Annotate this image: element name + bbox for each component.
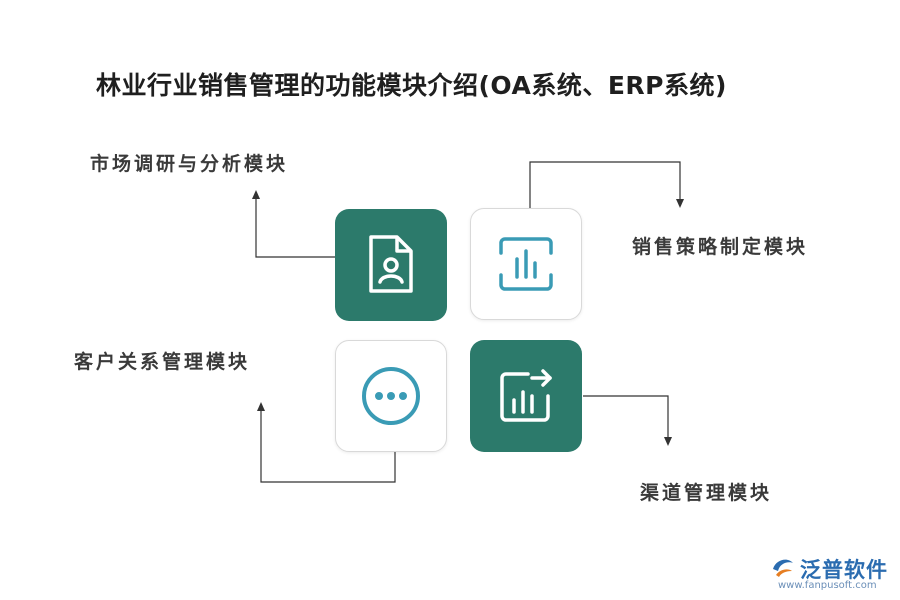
connector-channel xyxy=(583,395,669,438)
brand-logo: 泛普软件 xyxy=(770,554,888,584)
bar-chart-frame-icon xyxy=(497,235,555,293)
connector-market xyxy=(255,198,335,258)
connector-customer xyxy=(260,410,396,483)
label-market-research: 市场调研与分析模块 xyxy=(90,153,289,175)
arrowhead-customer xyxy=(257,402,265,411)
arrowhead-channel xyxy=(664,437,672,446)
tile-channel-management xyxy=(470,340,582,452)
brand-name: 泛普软件 xyxy=(800,558,888,582)
page-title: 林业行业销售管理的功能模块介绍(OA系统、ERP系统) xyxy=(96,71,727,100)
tile-customer-relations xyxy=(335,340,447,452)
tile-sales-strategy xyxy=(470,208,582,320)
chart-arrow-icon xyxy=(496,366,556,426)
tile-market-research xyxy=(335,209,447,321)
fanpu-logo-icon xyxy=(770,555,796,583)
connector-strategy xyxy=(529,161,681,208)
document-person-icon xyxy=(363,233,419,297)
arrowhead-strategy xyxy=(676,199,684,208)
label-sales-strategy: 销售策略制定模块 xyxy=(632,236,809,258)
arrowhead-market xyxy=(252,190,260,199)
label-customer-relations: 客户关系管理模块 xyxy=(74,351,251,373)
more-dots-icon xyxy=(359,364,423,428)
label-channel-management: 渠道管理模块 xyxy=(640,482,773,504)
brand-url: www.fanpusoft.com xyxy=(778,580,877,591)
